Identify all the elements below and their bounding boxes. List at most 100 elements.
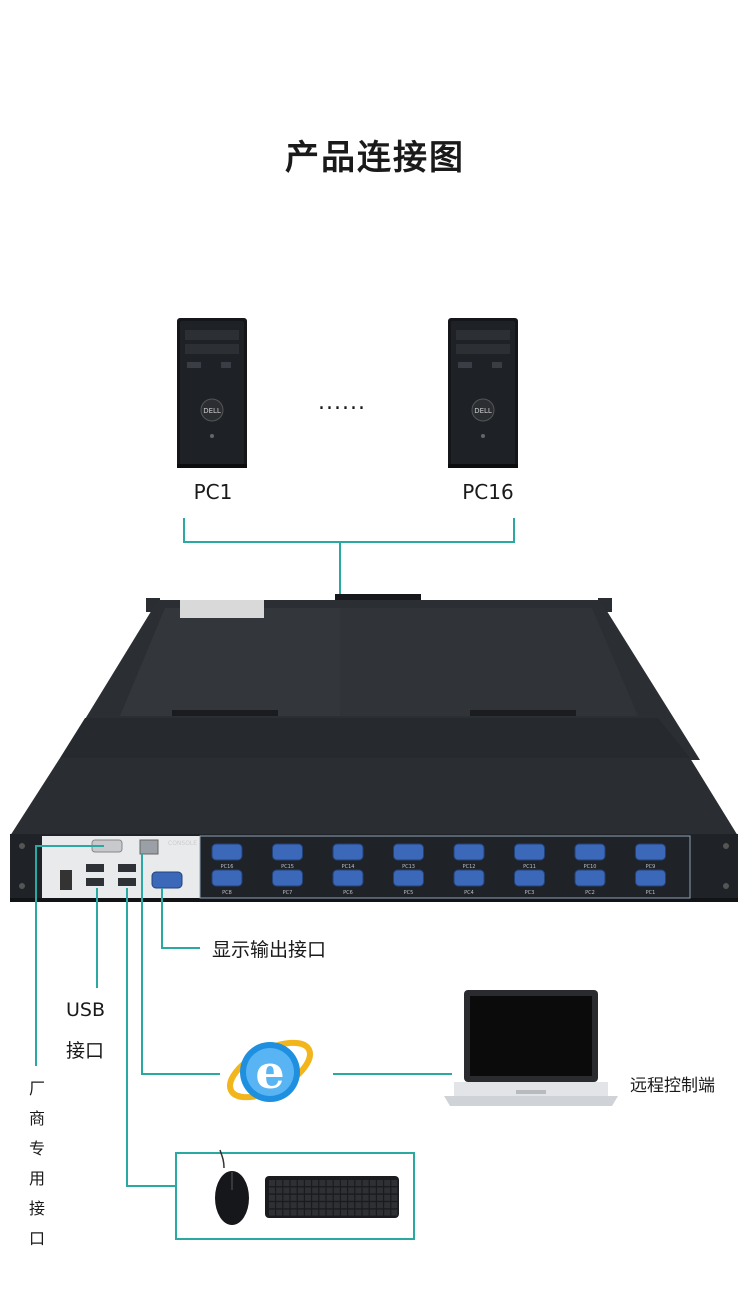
vendor-port-char: 口 xyxy=(28,1229,45,1248)
port-label: PC4 xyxy=(464,890,474,896)
keyboard-key xyxy=(333,1180,340,1186)
keyboard-key xyxy=(290,1187,297,1194)
keyboard-key xyxy=(290,1202,297,1209)
mouse-icon xyxy=(215,1149,249,1225)
keyboard-key xyxy=(312,1180,319,1186)
keyboard-key xyxy=(369,1187,376,1194)
port-label: PC7 xyxy=(283,890,293,896)
keyboard-key xyxy=(297,1194,304,1201)
port-label: PC2 xyxy=(585,890,595,896)
tower-pc-icon: DELL xyxy=(177,318,247,468)
keyboard-key xyxy=(269,1194,275,1201)
keyboard-key xyxy=(348,1209,355,1216)
keyboard-key xyxy=(348,1202,355,1209)
keyboard-key xyxy=(290,1180,297,1186)
port-label: PC10 xyxy=(584,864,597,870)
keyboard-key xyxy=(355,1202,362,1209)
laptop-icon xyxy=(444,990,618,1106)
keyboard-key xyxy=(305,1187,311,1194)
keyboard-key xyxy=(283,1209,290,1216)
vga-port xyxy=(574,869,606,887)
keyboard-key xyxy=(377,1187,383,1194)
keyboard-key xyxy=(369,1202,376,1209)
keyboard-key xyxy=(297,1187,304,1194)
vendor-port-char: 接 xyxy=(28,1199,45,1218)
keyboard-key xyxy=(391,1209,398,1216)
keyboard-key xyxy=(384,1194,391,1201)
port-label: PC3 xyxy=(525,890,535,896)
port-label: PC8 xyxy=(222,890,232,896)
keyboard-key xyxy=(384,1209,391,1216)
vendor-port-char: 商 xyxy=(28,1109,45,1128)
vendor-port-char: 专 xyxy=(28,1139,45,1158)
vga-port xyxy=(211,843,243,861)
console-label: CONSOLE xyxy=(168,840,197,847)
keyboard-key xyxy=(333,1202,340,1209)
vendor-port-char: 用 xyxy=(28,1169,45,1188)
port-label: PC9 xyxy=(646,864,656,870)
keyboard-key xyxy=(283,1187,290,1194)
keyboard-key xyxy=(312,1202,319,1209)
keyboard-key xyxy=(391,1180,398,1186)
keyboard-key xyxy=(290,1194,297,1201)
vga-port xyxy=(272,843,303,861)
keyboard-key xyxy=(276,1194,283,1201)
keyboard-key xyxy=(391,1202,398,1209)
keyboard-key xyxy=(355,1187,362,1194)
pc-first-label: PC1 xyxy=(193,480,233,504)
ie-browser-icon: e xyxy=(227,1039,313,1102)
keyboard-key xyxy=(377,1209,383,1216)
keyboard-key xyxy=(305,1209,311,1216)
keyboard-key xyxy=(369,1209,376,1216)
keyboard-key xyxy=(283,1202,290,1209)
keyboard-key xyxy=(391,1187,398,1194)
keyboard-key xyxy=(276,1187,283,1194)
keyboard-key xyxy=(362,1187,369,1194)
keyboard-key xyxy=(297,1209,304,1216)
vga-port xyxy=(574,843,606,861)
keyboard-key xyxy=(269,1209,275,1216)
vga-port xyxy=(635,843,666,861)
vga-port xyxy=(453,869,485,887)
keyboard-key xyxy=(326,1187,333,1194)
keyboard-key xyxy=(377,1202,383,1209)
keyboard-key xyxy=(384,1202,391,1209)
vendor-port-char: 厂 xyxy=(28,1079,45,1098)
keyboard-key xyxy=(290,1209,297,1216)
keyboard-key xyxy=(269,1202,275,1209)
keyboard-key xyxy=(326,1194,333,1201)
vga-port xyxy=(272,869,303,887)
tower-pc-icon: DELL xyxy=(448,318,518,468)
keyboard-key xyxy=(312,1209,319,1216)
pc-ellipsis: ...... xyxy=(318,390,366,415)
keyboard-key xyxy=(341,1209,347,1216)
usb-label-line2: 接口 xyxy=(66,1040,105,1062)
port-label: PC6 xyxy=(343,890,353,896)
keyboard-key xyxy=(377,1180,383,1186)
keyboard-key xyxy=(384,1180,391,1186)
port-label: PC11 xyxy=(523,864,536,870)
vga-port xyxy=(332,843,364,861)
keyboard-key xyxy=(319,1209,326,1216)
keyboard-key xyxy=(333,1187,340,1194)
keyboard-key xyxy=(319,1194,326,1201)
port-label: PC12 xyxy=(463,864,476,870)
display-output-label: 显示输出接口 xyxy=(212,939,327,961)
keyboard-key xyxy=(391,1194,398,1201)
keyboard-key xyxy=(297,1180,304,1186)
keyboard-key xyxy=(326,1202,333,1209)
keyboard-key xyxy=(341,1202,347,1209)
vga-port xyxy=(514,843,545,861)
keyboard-key xyxy=(355,1180,362,1186)
keyboard-key xyxy=(333,1209,340,1216)
keyboard-key xyxy=(333,1194,340,1201)
keyboard-key xyxy=(362,1194,369,1201)
keyboard-key xyxy=(355,1209,362,1216)
keyboard-key xyxy=(297,1202,304,1209)
keyboard-key xyxy=(377,1194,383,1201)
keyboard-key xyxy=(276,1209,283,1216)
keyboard-key xyxy=(341,1180,347,1186)
keyboard-key xyxy=(276,1180,283,1186)
keyboard-key xyxy=(283,1194,290,1201)
